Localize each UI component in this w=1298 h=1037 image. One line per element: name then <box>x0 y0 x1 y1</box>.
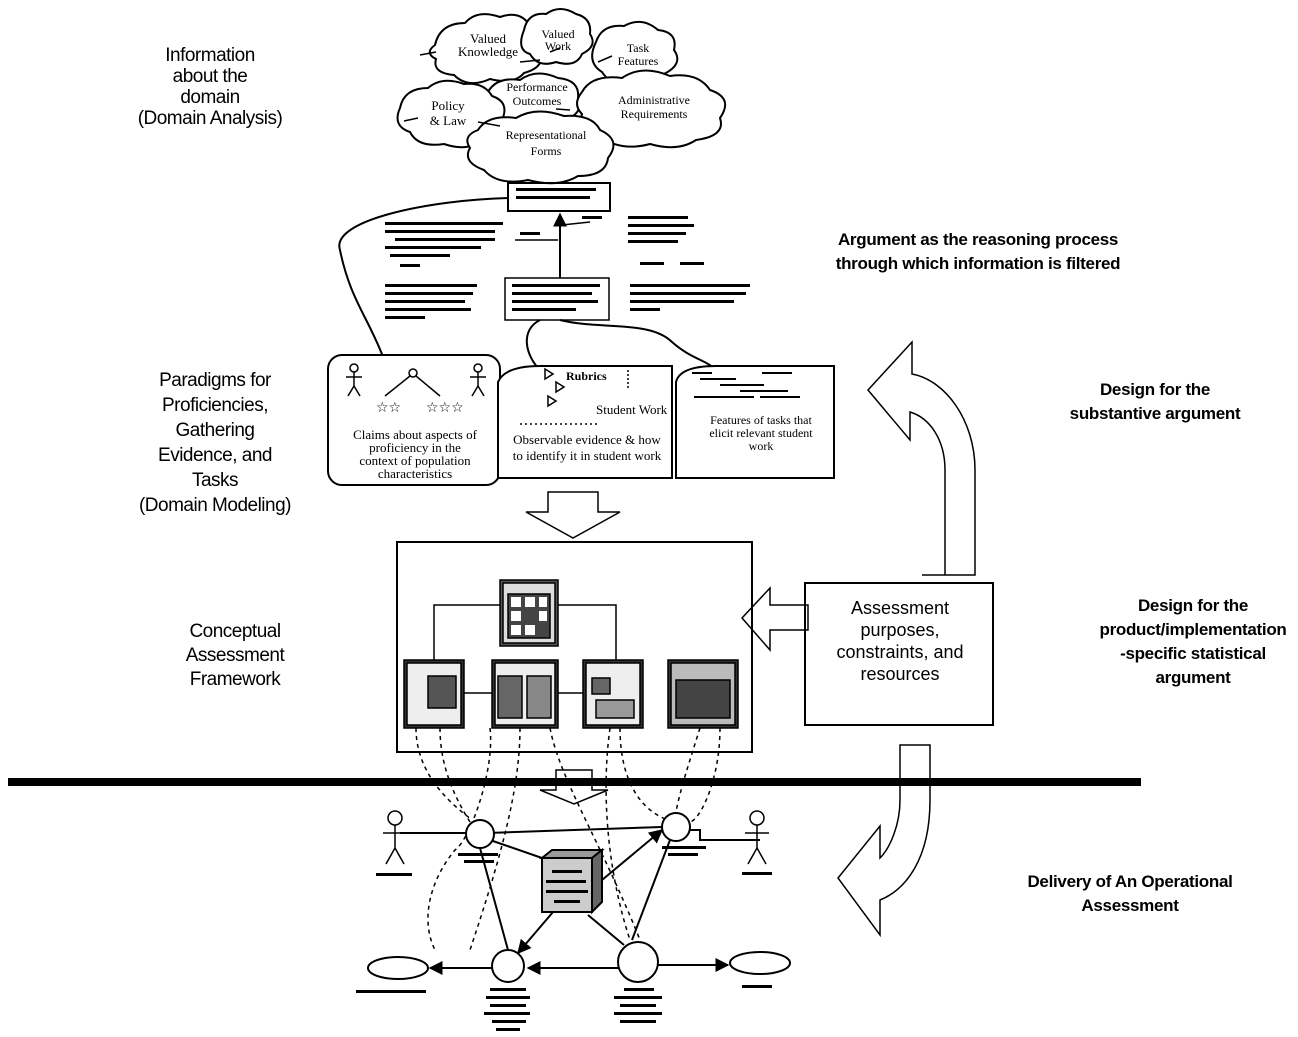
argument-structure <box>339 183 714 370</box>
process-node-summary-scoring <box>618 942 658 982</box>
process-node-activity-selection <box>466 820 494 848</box>
argument-fine-print <box>385 188 750 319</box>
cloud-text-performance-outcomes: Performance Outcomes <box>494 80 580 108</box>
label-statistical: Design for the product/implementation -s… <box>1088 594 1298 690</box>
process-node-presentation <box>662 813 690 841</box>
cloud-text-valued-work: Valued Work <box>528 28 588 52</box>
process-node-response-scoring <box>492 950 524 982</box>
cloud-text-admin-requirements: Administrative Requirements <box>594 93 714 121</box>
assembly-model-card <box>668 660 738 728</box>
argument-curve-right <box>527 320 714 370</box>
label-cas: Conceptual Assessment Framework <box>150 620 320 692</box>
arrow-to-delivery <box>540 770 608 804</box>
cloud-text-task-features: Task Features <box>606 42 670 68</box>
task-feedback-oval <box>730 952 790 974</box>
alternative-link <box>562 222 590 225</box>
curve-arrow-down <box>838 745 930 935</box>
label-substantive: Design for the substantive argument <box>1040 378 1270 426</box>
participant-icon <box>745 811 769 864</box>
fine-print-backing <box>385 284 477 319</box>
svg-text:☆☆☆: ☆☆☆ <box>426 400 464 416</box>
cas-model-cards <box>404 580 738 728</box>
student-model-card <box>500 580 558 646</box>
fine-print-claim <box>516 188 596 199</box>
svg-text:☆☆: ☆☆ <box>376 400 401 416</box>
student-work-label: Student Work <box>596 402 676 418</box>
cloud-text-valued-knowledge: Valued Knowledge <box>448 32 528 58</box>
rubrics-label: Rubrics <box>566 369 616 384</box>
fine-print-alternative <box>582 216 704 265</box>
cloud-text-representational-forms: Representational Forms <box>494 127 598 159</box>
summary-feedback-oval <box>368 957 428 979</box>
evidence-model-card-2 <box>492 660 558 728</box>
label-delivery: Delivery of An Operational Assessment <box>990 870 1270 918</box>
label-argument: Argument as the reasoning process throug… <box>788 228 1168 276</box>
features-panel-text: Features of tasks that elicit relevant s… <box>684 414 838 453</box>
administrator-icon <box>383 811 407 864</box>
fine-print-data <box>512 284 600 311</box>
arrow-to-cas <box>526 492 620 538</box>
task-model-card <box>583 660 643 728</box>
cloud-text-policy-law: Policy & Law <box>412 98 484 128</box>
fine-print-warrant <box>385 222 540 267</box>
label-domain-modeling: Paradigms for Proficiencies, Gathering E… <box>115 368 315 518</box>
assessment-purposes-text: Assessment purposes, constraints, and re… <box>808 597 992 685</box>
delivery-divider <box>8 778 1141 786</box>
label-domain-analysis: Information about the domain (Domain Ana… <box>120 45 300 129</box>
fine-print-rebuttal <box>630 284 750 311</box>
claims-panel-text: Claims about aspects of proficiency in t… <box>332 428 498 480</box>
evidence-panel-text: Observable evidence & how to identify it… <box>498 432 676 464</box>
evidence-model-card-1 <box>404 660 464 728</box>
curve-arrow-up <box>868 342 975 575</box>
